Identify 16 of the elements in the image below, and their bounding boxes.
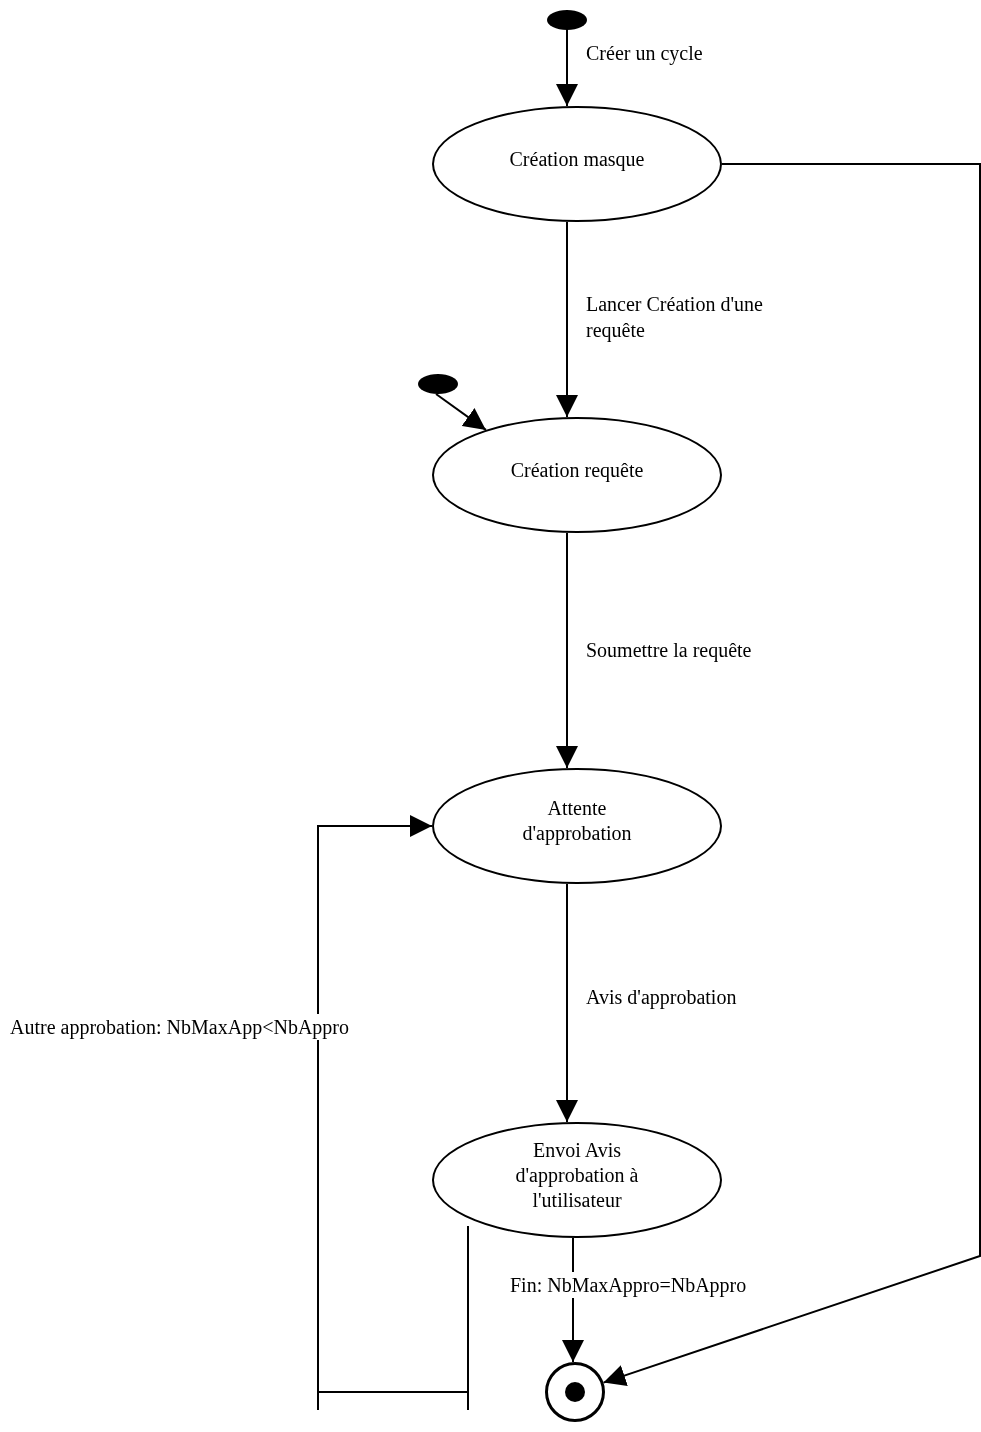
final-state-bullseye [545, 1362, 605, 1422]
edge-label: Autre approbation: NbMaxApp<NbAppro [8, 1014, 351, 1040]
edge-label: Fin: NbMaxAppro=NbAppro [508, 1272, 749, 1298]
initial-state-dot [547, 10, 587, 30]
transition-arrow [556, 221, 578, 418]
state-name: Création requête [509, 457, 645, 484]
transition-arrow [317, 815, 469, 1411]
transition-arrow [602, 163, 981, 1386]
state-name: Envoi Avis d'approbation à l'utilisateur [514, 1137, 640, 1213]
transition-arrow [435, 393, 487, 431]
transition-arrow [556, 532, 578, 769]
transition-arrow [556, 29, 578, 107]
initial-state-dot [418, 374, 458, 394]
state-name: Attente d'approbation [521, 796, 633, 847]
transition-arrow [556, 883, 578, 1123]
state-name: Création masque [508, 146, 646, 173]
